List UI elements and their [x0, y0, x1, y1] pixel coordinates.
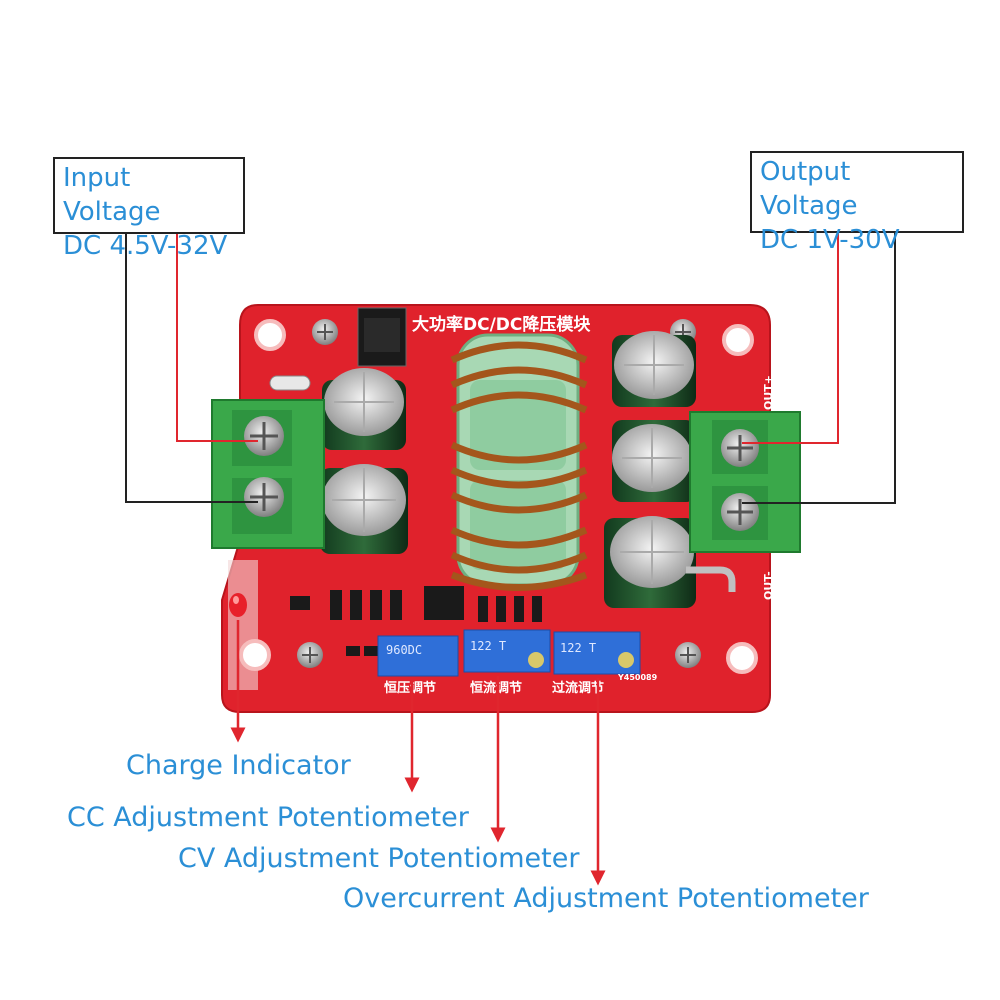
- board-title: 大功率DC/DC降压模块: [412, 314, 591, 335]
- output-voltage-range: DC 1V-30V: [760, 225, 900, 255]
- input-voltage-title: Input Voltage: [63, 163, 161, 227]
- charge-led: [229, 593, 247, 617]
- output-voltage-callout: Output Voltage DC 1V-30V: [750, 151, 964, 255]
- output-voltage-title: Output Voltage: [760, 157, 858, 221]
- charge-indicator-label: Charge Indicator: [126, 750, 351, 781]
- inductor: [450, 333, 588, 591]
- pot-label: 过流调节: [552, 680, 604, 696]
- cv-potentiometer: 960DC: [377, 635, 459, 677]
- pot-label: 恒压调节: [384, 680, 436, 696]
- pot-code: 122 T: [470, 639, 506, 653]
- mounting-hole: [239, 319, 758, 674]
- out-minus-silk: OUT-: [762, 571, 775, 600]
- pot-code: 122 T: [560, 641, 596, 655]
- board-marking: Y450089: [617, 673, 658, 682]
- out-plus-silk: OUT+: [762, 375, 775, 410]
- input-voltage-callout: Input Voltage DC 4.5V-32V: [53, 157, 245, 261]
- oc-pot-label: Overcurrent Adjustment Potentiometer: [343, 883, 869, 914]
- output-callout-lines: [742, 232, 896, 504]
- callout-arrows: [230, 620, 606, 886]
- oc-potentiometer: 122 T: [553, 631, 641, 675]
- screw-icon: [297, 319, 701, 668]
- input-terminal-block: [211, 399, 325, 549]
- cv-pot-label: CV Adjustment Potentiometer: [178, 843, 580, 874]
- output-terminal-block: [689, 411, 801, 553]
- cc-potentiometer: 122 T: [463, 629, 551, 673]
- pot-code: 960DC: [386, 643, 422, 657]
- input-capacitor: [320, 368, 408, 554]
- pot-label: 恒流调节: [470, 680, 522, 696]
- smd-components: [290, 586, 542, 656]
- cc-pot-label: CC Adjustment Potentiometer: [67, 802, 469, 833]
- input-voltage-range: DC 4.5V-32V: [63, 231, 228, 261]
- input-callout-lines: [125, 233, 258, 503]
- output-capacitor: [604, 331, 696, 608]
